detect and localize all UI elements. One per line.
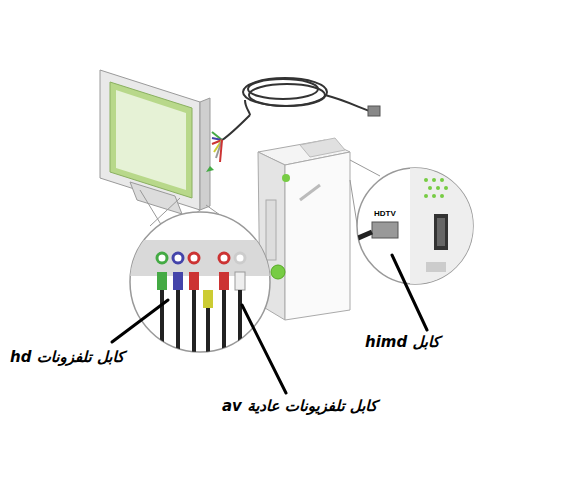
cable-coil xyxy=(243,78,380,116)
port-label: HDTV xyxy=(374,209,396,219)
cable-label: كابل تلفزونات hd xyxy=(10,348,124,366)
av-cable-plugs xyxy=(206,115,250,172)
tv-ports-zoom xyxy=(120,198,290,360)
leader-lines xyxy=(112,255,427,393)
tv xyxy=(100,70,210,236)
cable-label: كابل himd xyxy=(365,333,440,351)
cable-label: كابل تلفزيونات عادية av xyxy=(222,397,377,415)
xbox-console xyxy=(258,138,350,320)
console-port-zoom xyxy=(330,160,480,300)
